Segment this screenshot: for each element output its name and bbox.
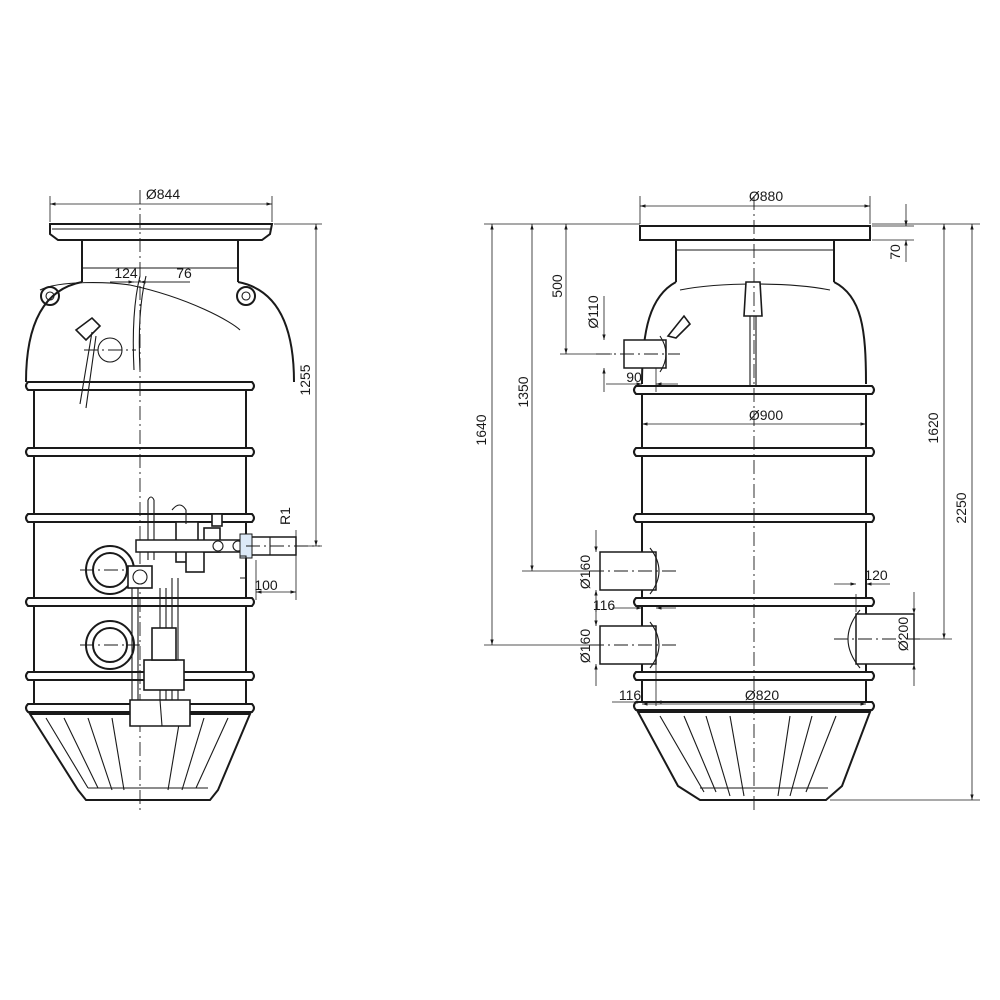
left-view-shaft (25, 190, 320, 812)
dim-right-inlet-lower-diameter: Ø160 (577, 629, 593, 663)
dim-left-offset-a: 124 (114, 265, 138, 281)
pump-assembly (127, 496, 247, 727)
left-view-dimensions: Ø844 124 76 1255 R1 100 (49, 186, 322, 600)
dim-right-inlet-upper-diameter: Ø160 (577, 555, 593, 589)
dim-right-outlet-diameter: Ø200 (895, 617, 911, 651)
dim-left-spacing: 100 (254, 577, 278, 593)
dim-left-height: 1255 (297, 364, 313, 395)
rib-ring (25, 513, 255, 523)
rib-ring (633, 597, 875, 607)
dim-left-offset-b: 76 (176, 265, 192, 281)
dim-right-vent-diameter: Ø110 (585, 295, 601, 328)
dim-right-base-diameter: Ø820 (745, 687, 779, 703)
dim-right-height-1350: 1350 (515, 376, 531, 407)
rib-ring (25, 447, 255, 457)
dim-left-thread: R1 (277, 507, 293, 525)
dim-right-inlet-upper-offset: 116 (593, 597, 616, 613)
dim-right-vent-offset: 90 (626, 369, 642, 385)
right-view-shaft (590, 196, 924, 812)
dim-right-height-1620: 1620 (925, 412, 941, 443)
right-view-dimensions: Ø880 70 500 Ø110 90 1350 1640 Ø900 (473, 188, 980, 801)
dim-right-body-diameter: Ø900 (749, 407, 783, 423)
dim-right-total-height: 2250 (953, 492, 969, 523)
dim-right-top-diameter: Ø880 (749, 188, 783, 204)
dim-right-cover-height: 70 (887, 244, 903, 260)
dim-right-height-1640: 1640 (473, 414, 489, 445)
dim-right-vent-depth: 500 (549, 274, 565, 298)
dim-right-outlet-offset: 120 (864, 567, 888, 583)
dim-left-top-diameter: Ø844 (146, 186, 180, 202)
dim-right-inlet-lower-offset: 116 (619, 687, 642, 703)
rib-ring (633, 447, 875, 457)
